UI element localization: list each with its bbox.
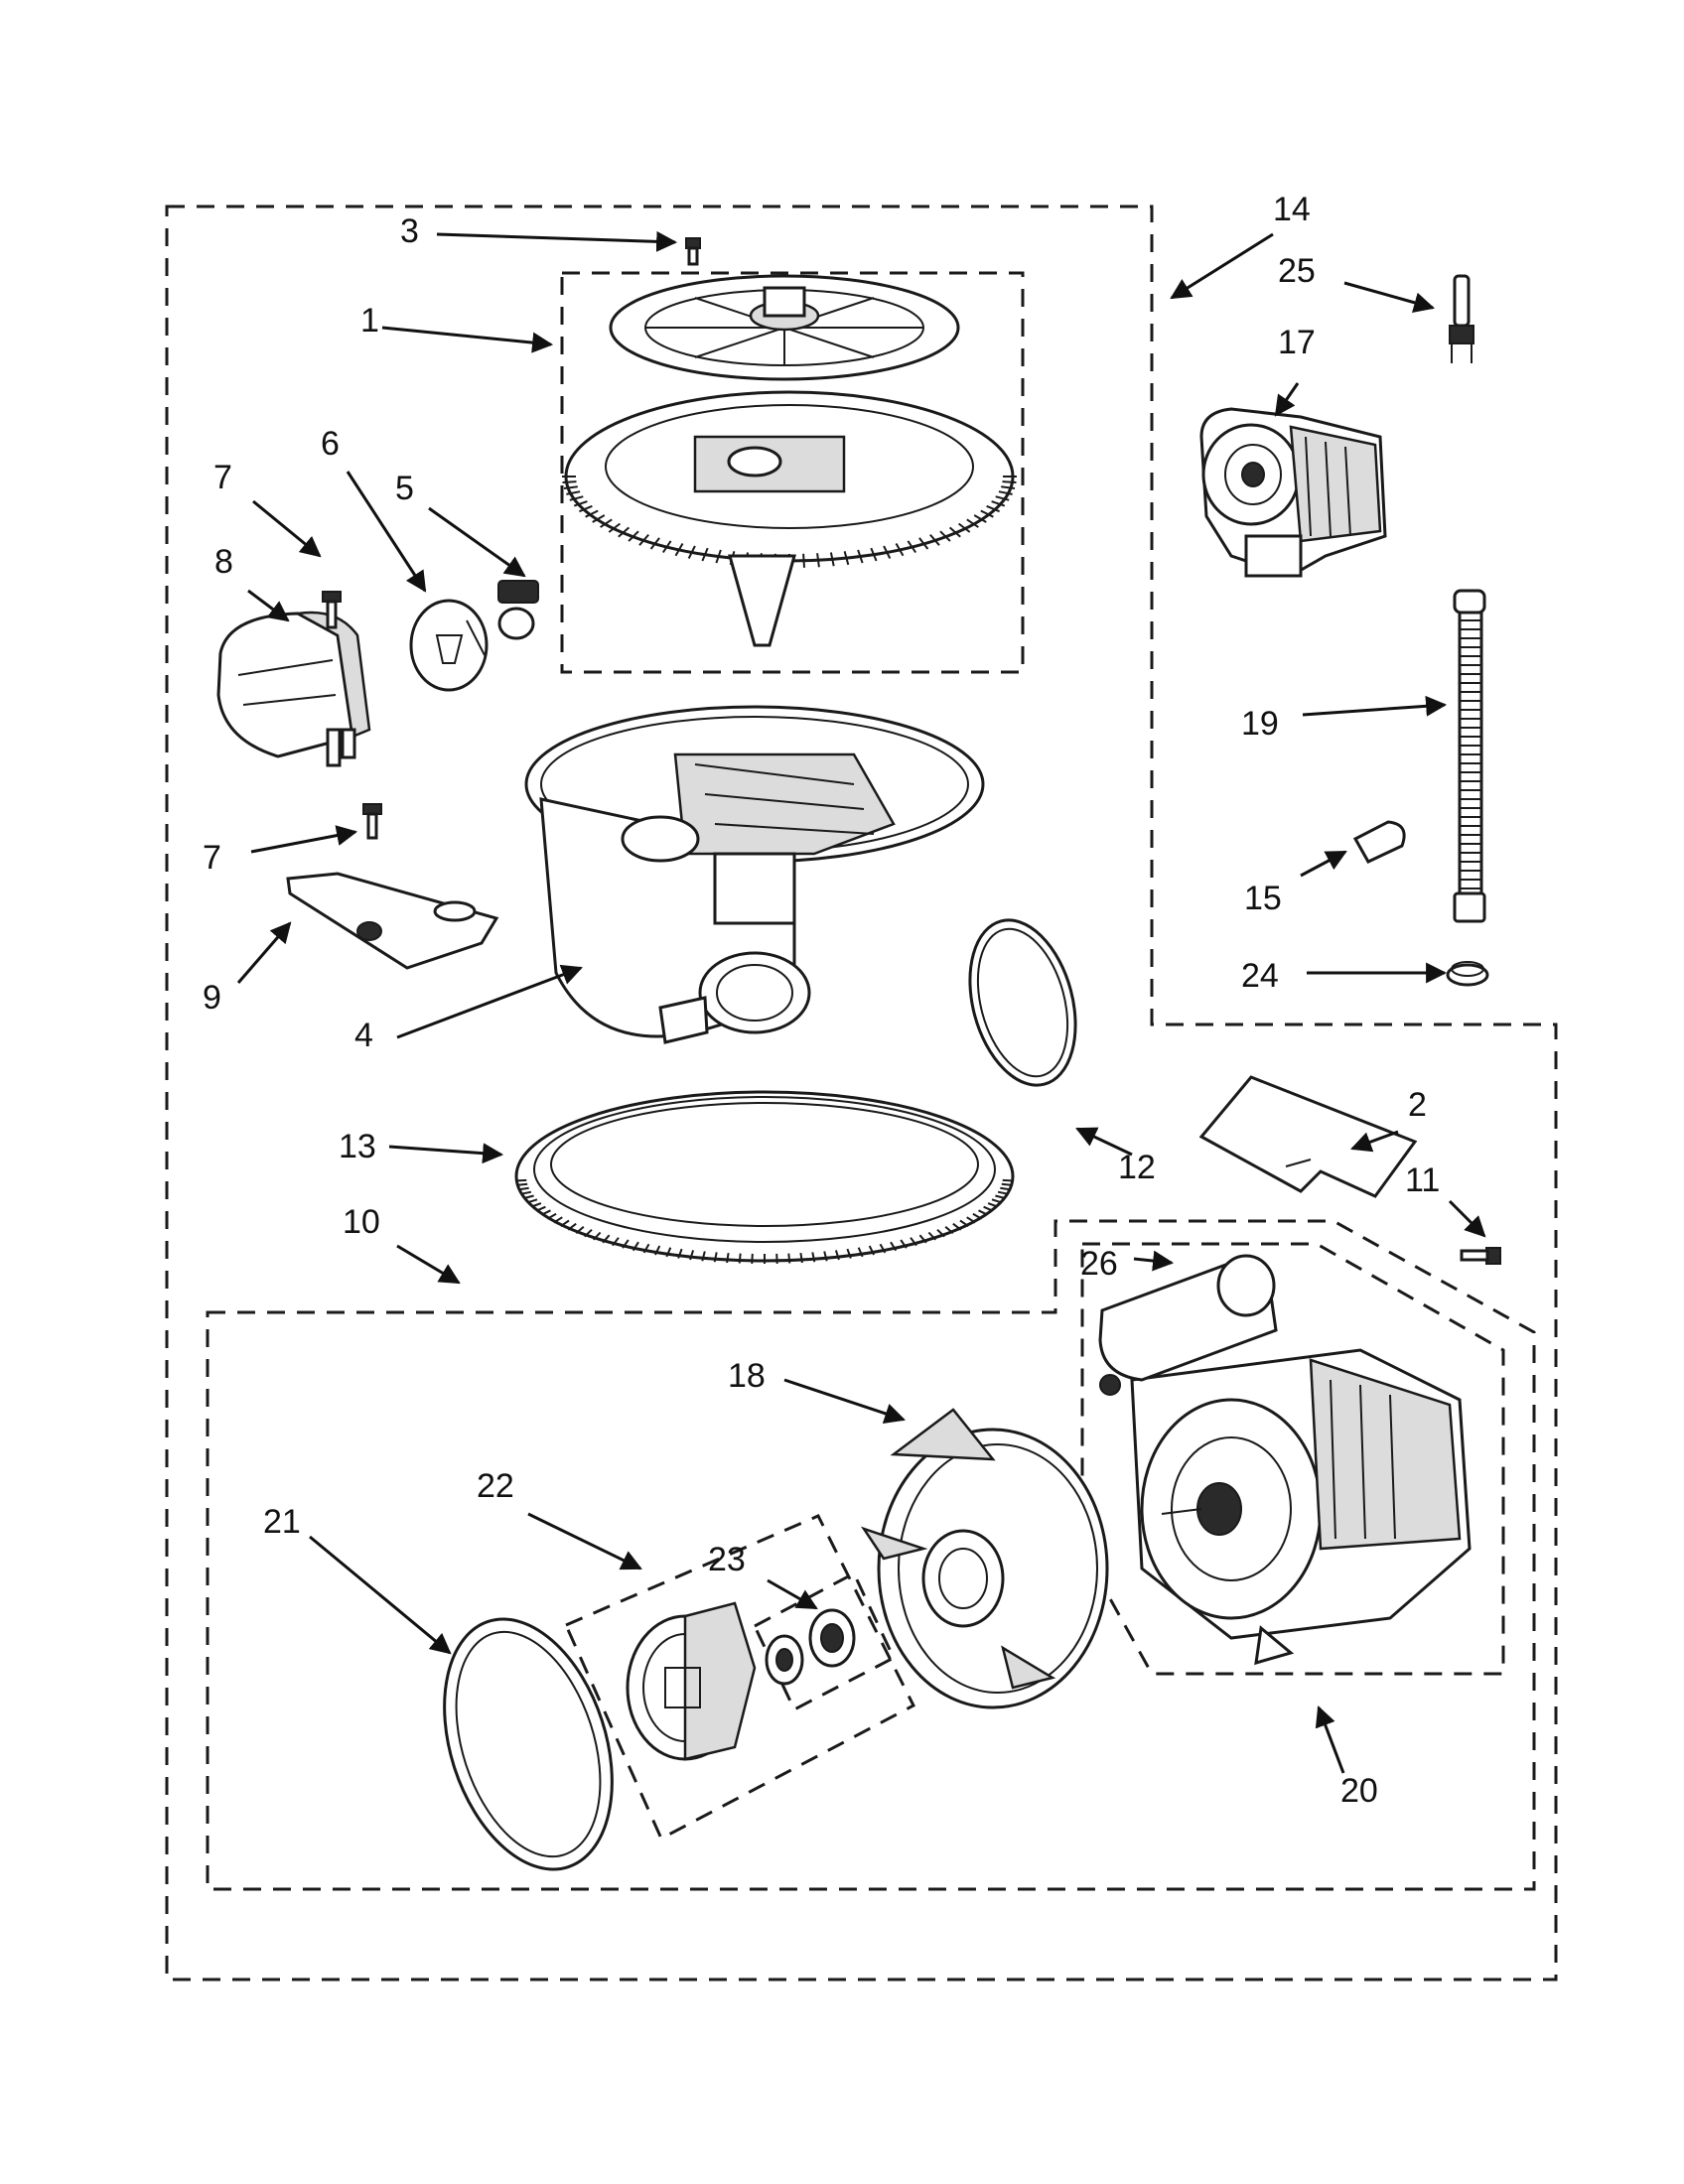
seal-kit-part-23 (765, 1608, 856, 1686)
callout-26: 26 (1080, 1245, 1118, 1283)
diverter-disc-part-6 (409, 599, 489, 692)
callout-15: 15 (1244, 880, 1282, 917)
motor-part-20 (1130, 1348, 1472, 1666)
hose-part-19 (1453, 589, 1486, 923)
callout-4: 4 (354, 1017, 373, 1054)
gasket-part-12 (968, 918, 1077, 1087)
callout-22: 22 (477, 1467, 514, 1505)
callout-6: 6 (321, 425, 340, 463)
capacitor-part-26 (1098, 1254, 1278, 1396)
callout-3: 3 (400, 212, 419, 250)
callout-11: 11 (1405, 1161, 1440, 1199)
callout-12: 12 (1118, 1149, 1156, 1186)
seal-kit-boundary (753, 1570, 896, 1712)
sump-housing-part-4 (524, 705, 985, 1044)
seal-ring-part-13 (514, 1090, 1015, 1264)
callout-2: 2 (1408, 1086, 1427, 1124)
shield-part-2 (1198, 1075, 1418, 1198)
pump-housing-part-18 (860, 1408, 1109, 1709)
callout-7-lower: 7 (203, 839, 221, 877)
seal-housing-part-22 (626, 1601, 757, 1761)
callout-24: 24 (1241, 957, 1279, 995)
sensor-part-25 (1449, 274, 1474, 363)
plug-part-15 (1352, 820, 1406, 864)
screw-part-11 (1460, 1247, 1501, 1265)
screw-part-7-lower (362, 803, 382, 840)
clamp-part-24 (1446, 961, 1489, 987)
clip-part-5 (497, 580, 539, 640)
leader-arrows (236, 230, 1486, 1774)
callout-9: 9 (203, 979, 221, 1017)
screw-part-7-upper (322, 591, 342, 629)
callout-20: 20 (1340, 1772, 1378, 1810)
callout-10: 10 (343, 1203, 380, 1241)
seal-assembly-boundary (564, 1514, 916, 1842)
outer-assembly-boundary (165, 205, 1558, 1981)
callout-17: 17 (1278, 324, 1316, 361)
bracket-part-9 (286, 872, 499, 970)
callout-18: 18 (728, 1357, 766, 1395)
o-ring-part-21 (443, 1617, 614, 1871)
callout-13: 13 (339, 1128, 376, 1165)
callout-labels: 3 1 7 6 5 8 7 9 4 12 13 10 2 11 14 25 17… (203, 191, 1440, 1810)
callout-1: 1 (360, 302, 379, 340)
screw-part-3 (685, 237, 701, 266)
callout-23: 23 (708, 1541, 746, 1578)
callout-19: 19 (1241, 705, 1279, 743)
callout-8: 8 (214, 543, 233, 581)
pump-assembly-boundary (206, 1219, 1536, 1891)
callout-25: 25 (1278, 252, 1316, 290)
diverter-motor-part-8 (216, 611, 371, 767)
drain-pump-part-17 (1199, 407, 1387, 578)
impeller-cover-part-1 (562, 274, 1017, 647)
callout-5: 5 (395, 470, 414, 507)
callout-21: 21 (263, 1503, 301, 1541)
callout-14: 14 (1273, 191, 1311, 228)
callout-7-upper: 7 (213, 459, 232, 496)
impeller-assembly-boundary (560, 271, 1025, 674)
